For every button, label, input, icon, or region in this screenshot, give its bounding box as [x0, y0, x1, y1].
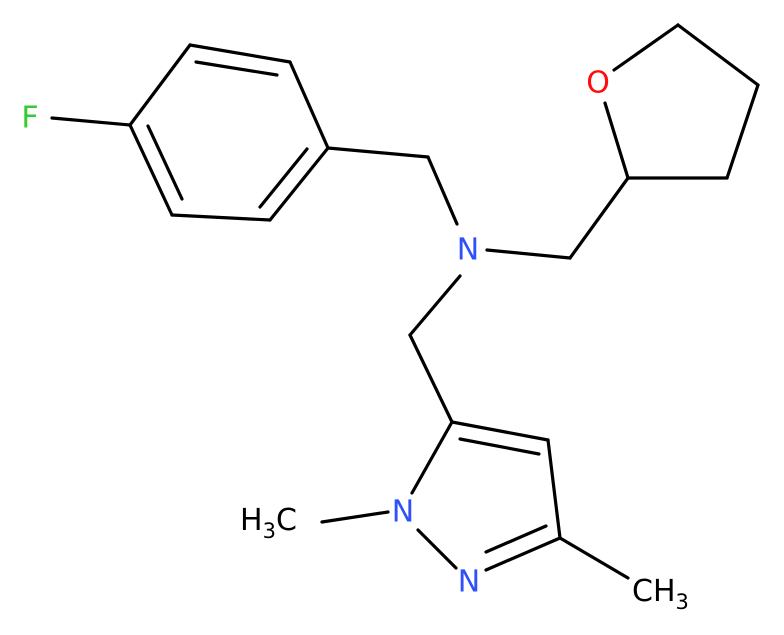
bond-ring-4 [170, 213, 272, 222]
bond-ring-inner-2 [258, 147, 309, 209]
atom-labels: F N O N N H3C CH3 [21, 66, 689, 615]
n-methyl-label: H3C [240, 503, 297, 543]
n-methyl-c: C [276, 503, 297, 538]
bond-ring-1 [188, 43, 292, 64]
bond-ring-5 [128, 123, 174, 217]
bond-c-f [50, 116, 132, 127]
bond-thf-3 [676, 23, 760, 87]
bond-thf-2 [725, 83, 760, 180]
bond-ring-inner-1 [194, 60, 279, 77]
bond-pyr-n2-n1 [416, 528, 458, 570]
n-methyl-subscript: 3 [263, 519, 276, 543]
bond-ch2-thf [568, 176, 630, 260]
n-methyl-h: H [240, 503, 263, 538]
pyrazole-n1-label: N [392, 495, 414, 530]
bond-n-ch2-pyr [408, 274, 462, 337]
amine-nitrogen-label: N [457, 233, 479, 268]
c-methyl-subscript: 3 [676, 590, 689, 614]
bond-pyr-c3-n2 [484, 536, 562, 572]
c-methyl-ch: CH [632, 574, 676, 609]
bond-pyr-c5-c4-inner [458, 437, 541, 456]
bond-ring-3 [268, 146, 330, 222]
bond-pyr-n1-c5 [410, 420, 454, 495]
bond-benzyl-1 [326, 146, 430, 159]
fluorine-label: F [21, 101, 38, 136]
bond-ch2-pyr [408, 333, 454, 424]
bond-n-ch2-thf [485, 248, 572, 260]
bond-c-methyl [558, 536, 630, 580]
bond-thf-4 [612, 23, 680, 72]
c-methyl-label: CH3 [632, 574, 689, 614]
pyrazole-n2-label: N [458, 565, 480, 600]
bond-ring-6 [128, 43, 192, 127]
bond-pyr-c4-c3 [546, 438, 562, 540]
bond-thf-5 [603, 101, 630, 180]
bond-n-methyl [320, 510, 390, 524]
bond-pyr-c3-n2-inner [484, 524, 548, 554]
bond-ring-inner-3 [146, 124, 184, 201]
oxygen-label: O [586, 66, 610, 101]
bond-pyr-c5-c4 [450, 420, 550, 442]
bond-ring-2 [288, 60, 330, 150]
bond-benzyl-2 [426, 155, 459, 226]
bonds [50, 23, 760, 580]
